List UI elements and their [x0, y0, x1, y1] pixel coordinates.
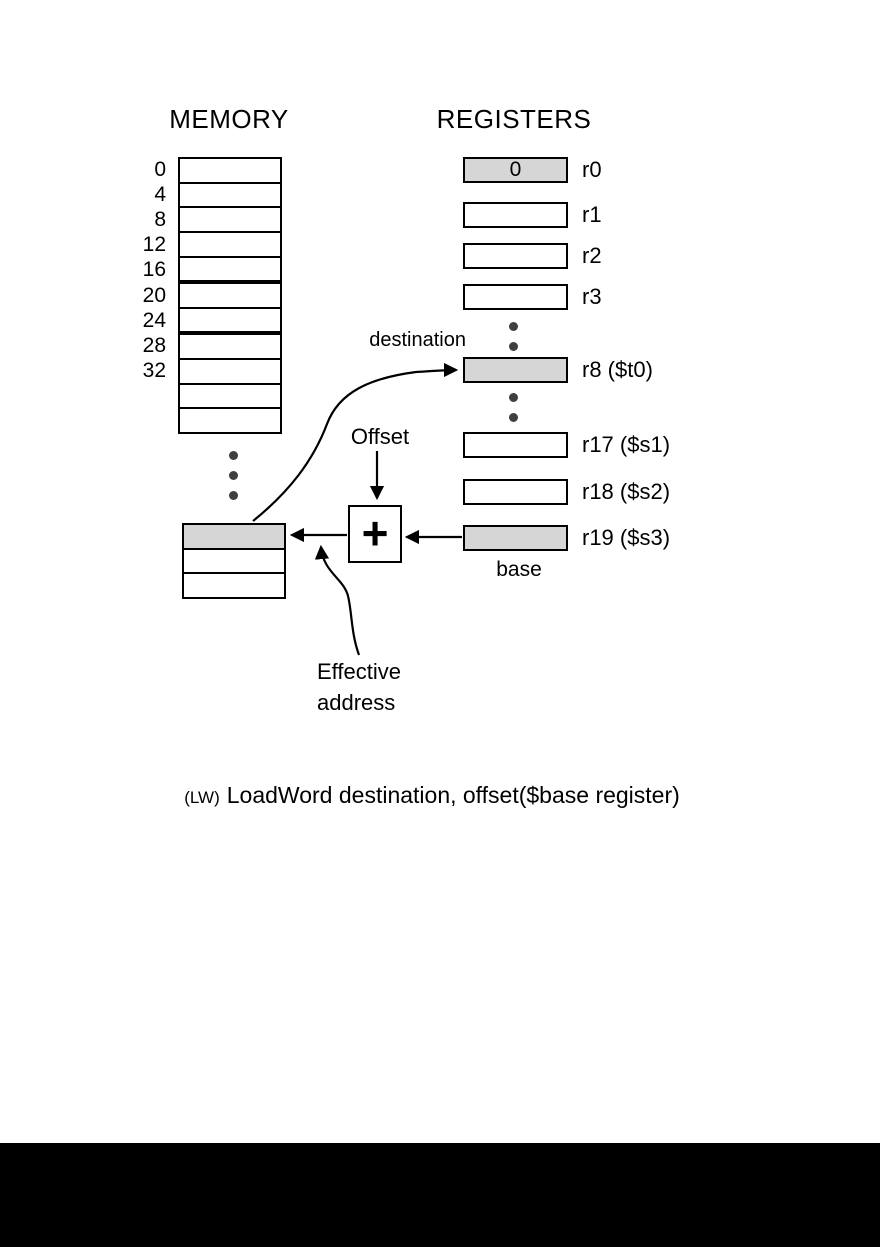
register-label: r17 ($s1)	[582, 432, 671, 457]
memory-cell	[184, 550, 284, 575]
ellipsis-dot-icon	[228, 490, 238, 500]
memory-cell	[180, 233, 280, 258]
register-label: r18 ($s2)	[582, 479, 671, 504]
register-box	[463, 525, 568, 551]
adder-box: +	[348, 505, 402, 563]
register-box	[463, 284, 568, 310]
memory-box	[178, 157, 282, 434]
memory-cell	[180, 385, 280, 410]
memory-cell	[180, 208, 280, 233]
register-label: r0	[582, 157, 602, 182]
memory-cell	[180, 309, 280, 336]
register-box: 0	[463, 157, 568, 183]
register-label: r19 ($s3)	[582, 525, 671, 550]
register-label: r3	[582, 284, 602, 309]
caption-mnemonic: (LW)	[184, 788, 220, 807]
offset-label: Offset	[350, 424, 410, 449]
ellipsis-dot-icon	[508, 321, 518, 331]
memory-address-label: 0	[154, 158, 166, 181]
plus-icon: +	[361, 506, 389, 559]
register-box	[463, 202, 568, 228]
destination-label: destination	[369, 329, 466, 351]
memory-address-label: 20	[142, 284, 166, 307]
memory-address-label: 24	[142, 309, 166, 332]
register-label: r1	[582, 202, 602, 227]
register-box	[463, 243, 568, 269]
register-box	[463, 432, 568, 458]
bottom-bar	[0, 1143, 880, 1247]
caption-syntax: LoadWord destination, offset($base regis…	[226, 782, 680, 808]
memory-address-label: 4	[154, 183, 166, 206]
memory-cell	[180, 258, 280, 285]
memory-cell	[180, 184, 280, 209]
effective-address-line2: address	[317, 690, 396, 715]
caption: (LW) LoadWord destination, offset($base r…	[0, 782, 872, 809]
register-box	[463, 357, 568, 383]
memory-address-label: 32	[142, 359, 166, 382]
memory-cell	[184, 574, 284, 597]
memory-cell	[180, 159, 280, 184]
effective-address-label: Effective address	[317, 656, 401, 718]
register-label: r8 ($t0)	[582, 357, 653, 382]
ellipsis-dot-icon	[508, 412, 518, 422]
memory-address-label: 16	[142, 258, 166, 281]
effective-address-line1: Effective	[317, 659, 401, 684]
memory-title: MEMORY	[169, 104, 289, 134]
ellipsis-dot-icon	[508, 392, 518, 402]
memory-cell	[180, 284, 280, 309]
register-label: r2	[582, 243, 602, 268]
register-box	[463, 479, 568, 505]
effective-address-arrow	[314, 544, 361, 656]
memory-cell	[180, 335, 280, 361]
memory-cell	[180, 409, 280, 432]
memory-cell	[184, 525, 284, 550]
memory-cell	[180, 360, 280, 385]
ellipsis-dot-icon	[228, 470, 238, 480]
effective-address-block	[182, 523, 286, 599]
ellipsis-dot-icon	[508, 341, 518, 351]
memory-address-label: 28	[142, 334, 166, 357]
registers-title: REGISTERS	[436, 104, 592, 134]
base-label: base	[496, 558, 542, 581]
ellipsis-dot-icon	[228, 450, 238, 460]
memory-address-label: 12	[142, 233, 166, 256]
memory-address-label: 8	[154, 208, 166, 231]
